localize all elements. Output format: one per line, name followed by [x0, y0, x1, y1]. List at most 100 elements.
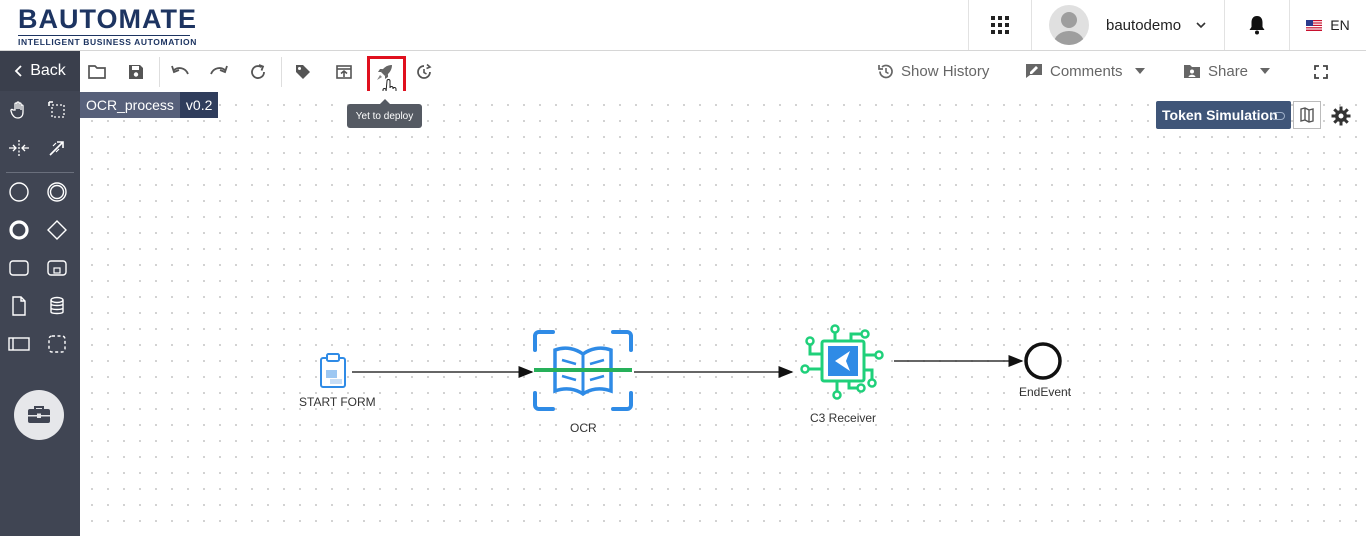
c3-receiver-label: C3 Receiver	[810, 411, 877, 425]
rounded-rect-icon	[9, 260, 29, 276]
start-event-tool[interactable]	[4, 177, 34, 207]
toggle-icon	[1271, 112, 1285, 120]
bell-icon	[1249, 16, 1265, 35]
language-selector[interactable]: EN	[1289, 0, 1366, 50]
c3-receiver-icon[interactable]	[800, 324, 884, 400]
history-timer-button[interactable]	[409, 57, 439, 87]
subprocess-icon	[47, 260, 67, 276]
share-button[interactable]: Share	[1183, 61, 1271, 81]
open-button[interactable]	[82, 57, 112, 87]
chevron-left-icon	[14, 65, 22, 77]
show-history-label: Show History	[901, 62, 990, 80]
hand-tool[interactable]	[4, 95, 34, 125]
undo-icon	[171, 65, 189, 75]
undo-button[interactable]	[165, 57, 195, 87]
bpmn-canvas[interactable]	[80, 91, 1366, 536]
avatar	[1049, 5, 1089, 45]
end-event-circle[interactable]	[1024, 342, 1062, 380]
data-object-tool[interactable]	[4, 291, 34, 321]
toolbox-button[interactable]	[14, 390, 64, 440]
username: bautodemo	[1106, 16, 1182, 34]
palette-sidebar: Back	[0, 51, 80, 536]
task-tool[interactable]	[4, 253, 34, 283]
toolbar-divider	[281, 57, 282, 87]
tag-button[interactable]	[288, 57, 318, 87]
refresh-button[interactable]	[243, 57, 273, 87]
process-version: v0.2	[179, 92, 219, 118]
user-avatar-icon	[1054, 12, 1084, 45]
fullscreen-button[interactable]	[1306, 57, 1336, 87]
publish-icon	[336, 65, 352, 79]
subprocess-tool[interactable]	[42, 253, 72, 283]
space-tool[interactable]	[4, 133, 34, 163]
save-button[interactable]	[121, 57, 151, 87]
token-simulation-toggle[interactable]: Token Simulation	[1156, 101, 1291, 129]
lasso-icon	[48, 101, 65, 118]
logo-tagline: INTELLIGENT BUSINESS AUTOMATION	[18, 35, 197, 47]
app-header: BAUTOMATE INTELLIGENT BUSINESS AUTOMATIO…	[0, 0, 1366, 51]
back-label: Back	[30, 62, 66, 79]
back-button[interactable]: Back	[0, 51, 80, 91]
connect-tool[interactable]	[42, 133, 72, 163]
process-name-tag: OCR_process v0.2	[80, 92, 219, 118]
fullscreen-icon	[1314, 65, 1328, 79]
user-menu[interactable]: bautodemo	[1031, 0, 1224, 50]
group-dashed-icon	[48, 335, 66, 353]
apps-grid-button[interactable]	[968, 0, 1031, 50]
logo-text: BAUTOMATE	[18, 4, 197, 34]
palette-divider	[6, 172, 74, 173]
deploy-tooltip: Yet to deploy	[347, 99, 422, 128]
pool-tool[interactable]	[4, 329, 34, 359]
editor-toolbar: Show History Comments Share	[80, 51, 1366, 101]
circle-thin-icon	[9, 182, 29, 202]
map-icon	[1300, 107, 1314, 123]
ocr-task-label: OCR	[570, 421, 597, 435]
diamond-icon	[47, 220, 67, 240]
document-icon	[12, 296, 26, 316]
group-tool[interactable]	[42, 329, 72, 359]
comments-button[interactable]: Comments	[1025, 61, 1145, 81]
refresh-icon	[251, 64, 265, 79]
share-label: Share	[1208, 62, 1249, 80]
process-name: OCR_process	[80, 92, 180, 118]
start-form-icon[interactable]	[320, 353, 346, 388]
end-event-tool[interactable]	[4, 215, 34, 245]
publish-button[interactable]	[329, 57, 359, 87]
deploy-button[interactable]	[370, 57, 400, 87]
share-folder-icon	[1184, 65, 1200, 78]
redo-icon	[210, 65, 228, 75]
space-tool-icon	[9, 140, 29, 156]
pool-icon	[8, 337, 30, 351]
minimap-button[interactable]	[1293, 101, 1321, 129]
start-form-label: START FORM	[299, 395, 376, 409]
connect-arrow-icon	[49, 141, 64, 156]
comment-edit-icon	[1026, 64, 1042, 78]
circle-thick-icon	[9, 220, 29, 240]
language-code: EN	[1330, 17, 1350, 33]
redo-button[interactable]	[204, 57, 234, 87]
comments-label: Comments	[1050, 62, 1123, 80]
ocr-task-icon[interactable]	[533, 330, 633, 411]
show-history-button[interactable]: Show History	[877, 61, 989, 81]
bautomate-logo[interactable]: BAUTOMATE INTELLIGENT BUSINESS AUTOMATIO…	[18, 4, 197, 48]
clock-refresh-icon	[417, 63, 432, 79]
settings-button[interactable]	[1328, 103, 1354, 129]
end-event-label: EndEvent	[1019, 385, 1072, 399]
token-simulation-label: Token Simulation	[1162, 107, 1278, 123]
caret-down-icon	[1260, 67, 1271, 74]
us-flag-icon	[1306, 19, 1323, 31]
database-icon	[50, 296, 64, 315]
save-icon	[129, 65, 143, 79]
apps-grid-icon	[991, 16, 1009, 34]
notifications-button[interactable]	[1224, 0, 1289, 50]
chevron-down-icon	[1196, 22, 1206, 29]
gateway-tool[interactable]	[42, 215, 72, 245]
lasso-tool[interactable]	[42, 95, 72, 125]
data-store-tool[interactable]	[42, 291, 72, 321]
gear-icon	[1331, 106, 1351, 126]
rocket-icon	[377, 65, 392, 80]
toolbox-icon	[28, 406, 50, 423]
history-icon	[878, 64, 893, 78]
intermediate-event-tool[interactable]	[42, 177, 72, 207]
